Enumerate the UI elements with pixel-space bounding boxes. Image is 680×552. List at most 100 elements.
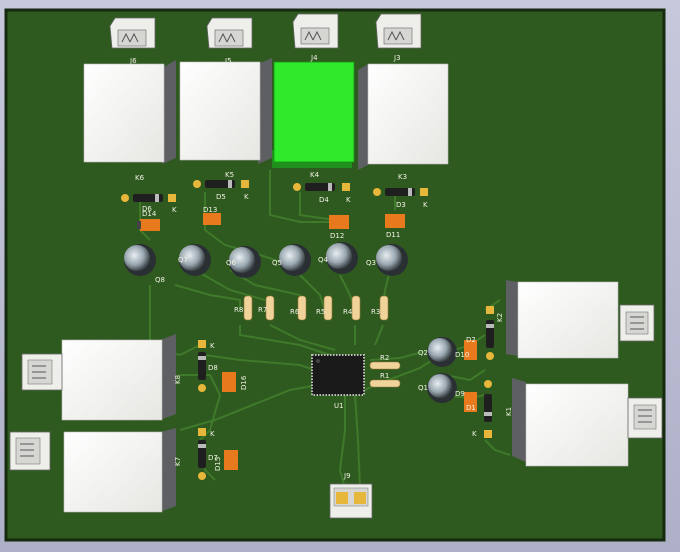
pin-k-label: K (244, 193, 249, 201)
transistor-Q3: Q3 (366, 244, 408, 276)
copper-traces (139, 170, 511, 489)
led-label: D16 (240, 375, 248, 390)
diode-label: D4 (319, 196, 329, 204)
relay-K1[interactable]: K1 (505, 378, 629, 467)
connector-label: J6 (129, 57, 137, 65)
ic-label: U1 (334, 402, 344, 410)
diode-label: D5 (216, 193, 226, 201)
diode-label: D2 (466, 336, 476, 344)
resistor-label: R2 (380, 354, 389, 362)
led-D15: D15 (214, 450, 238, 471)
connector-right-upper[interactable] (619, 304, 655, 342)
relay-K6[interactable]: K6 (83, 60, 176, 182)
resistor-label: R4 (343, 308, 353, 316)
transistor-Q2: Q2 (418, 337, 457, 367)
transistor-label: Q2 (418, 349, 428, 357)
relay-K4-selected[interactable]: K4 (272, 61, 355, 179)
relay-K8[interactable]: K8 (61, 334, 182, 421)
led-D13: D13 (203, 206, 221, 225)
resistor-R6: R6 (290, 295, 307, 321)
led-D14: D14 (137, 210, 160, 231)
connector-label: J3 (393, 54, 401, 62)
transistor-label: Q3 (366, 259, 376, 267)
connector-J6[interactable]: J6 (109, 17, 156, 65)
transistor-Q6: Q6 (226, 246, 261, 278)
pin-k-label: K (472, 430, 477, 438)
connector-label: J5 (224, 57, 232, 65)
diode-D5: D5 K (193, 180, 249, 201)
transistor-Q4: Q4 (318, 242, 358, 274)
diode-D4: D4 K (293, 183, 351, 204)
transistor-Q7: Q7 (178, 244, 211, 276)
resistor-R4: R4 (343, 295, 361, 321)
led-label: D12 (330, 232, 344, 240)
diode-D3: D3 K (373, 188, 428, 209)
relay-label: K2 (496, 313, 504, 322)
pin-k-label: K (346, 196, 351, 204)
connector-J3[interactable]: J3 (375, 13, 422, 62)
connector-label: J9 (343, 472, 351, 480)
led-label: D10 (455, 351, 469, 359)
pin-k-label: K (172, 206, 177, 214)
transistor-label: Q4 (318, 256, 329, 264)
resistor-label: R6 (290, 308, 300, 316)
diode-label: D8 (208, 364, 218, 372)
connector-label: J4 (310, 54, 318, 62)
transistor-label: Q1 (418, 384, 428, 392)
relay-label: K8 (174, 375, 182, 384)
resistor-label: R1 (380, 372, 389, 380)
pin-k-label: K (210, 342, 215, 350)
transistor-label: Q7 (178, 256, 188, 264)
diode-label: D6 (142, 205, 152, 213)
ic-U1[interactable]: U1 (311, 354, 365, 410)
pin-k-label: K (423, 201, 428, 209)
led-label: D13 (203, 206, 217, 214)
resistor-R8: R8 (234, 295, 253, 321)
relay-K5[interactable]: K5 (179, 58, 272, 179)
led-label: D9 (455, 390, 465, 398)
led-label: D14 (142, 210, 157, 218)
diode-D7: D7 K (198, 428, 218, 480)
connector-left-upper[interactable] (21, 353, 63, 391)
diode-label: D3 (396, 201, 406, 209)
diode-D6: D6 K (121, 194, 177, 214)
relay-K2[interactable]: K2 (496, 280, 619, 359)
relay-label: K5 (225, 171, 234, 179)
connector-J9[interactable]: J9 (329, 472, 373, 519)
led-D12: D12 (329, 215, 349, 240)
relay-K7[interactable]: K7 (63, 428, 182, 513)
relay-label: K4 (310, 171, 320, 179)
resistor-label: R7 (258, 306, 267, 314)
resistor-R2: R2 (369, 354, 401, 370)
resistor-label: R3 (371, 308, 380, 316)
led-D16: D16 (222, 372, 248, 392)
transistor-label: Q6 (226, 259, 237, 267)
resistor-R1: R1 (369, 372, 401, 388)
transistor-Q5: Q5 (272, 244, 311, 276)
diode-D8: D8 K (198, 340, 218, 392)
transistor-label: Q8 (155, 276, 165, 284)
led-D10: D10 (455, 340, 477, 360)
transistor-Q8: Q8 (124, 244, 165, 284)
connector-left-lower[interactable] (9, 431, 51, 471)
transistor-label: Q5 (272, 259, 282, 267)
resistor-R7: R7 (258, 295, 275, 321)
relay-label: K1 (505, 407, 513, 416)
relay-label: K6 (135, 174, 145, 182)
diode-D2: D2 (466, 306, 494, 360)
relay-label: K3 (398, 173, 407, 181)
resistor-label: R8 (234, 306, 243, 314)
pin-k-label: K (210, 430, 215, 438)
connector-J4[interactable]: J4 (292, 13, 339, 62)
led-label: D15 (214, 457, 222, 471)
diode-D1: D1 K (466, 380, 492, 438)
relay-label: K7 (174, 457, 182, 466)
relay-K3[interactable]: K3 (358, 63, 449, 181)
connector-J5[interactable]: J5 (206, 17, 253, 65)
transistor-Q1: Q1 (418, 373, 457, 403)
connector-right-lower[interactable] (627, 397, 663, 439)
led-label: D11 (386, 231, 400, 239)
led-D11: D11 (385, 214, 405, 239)
